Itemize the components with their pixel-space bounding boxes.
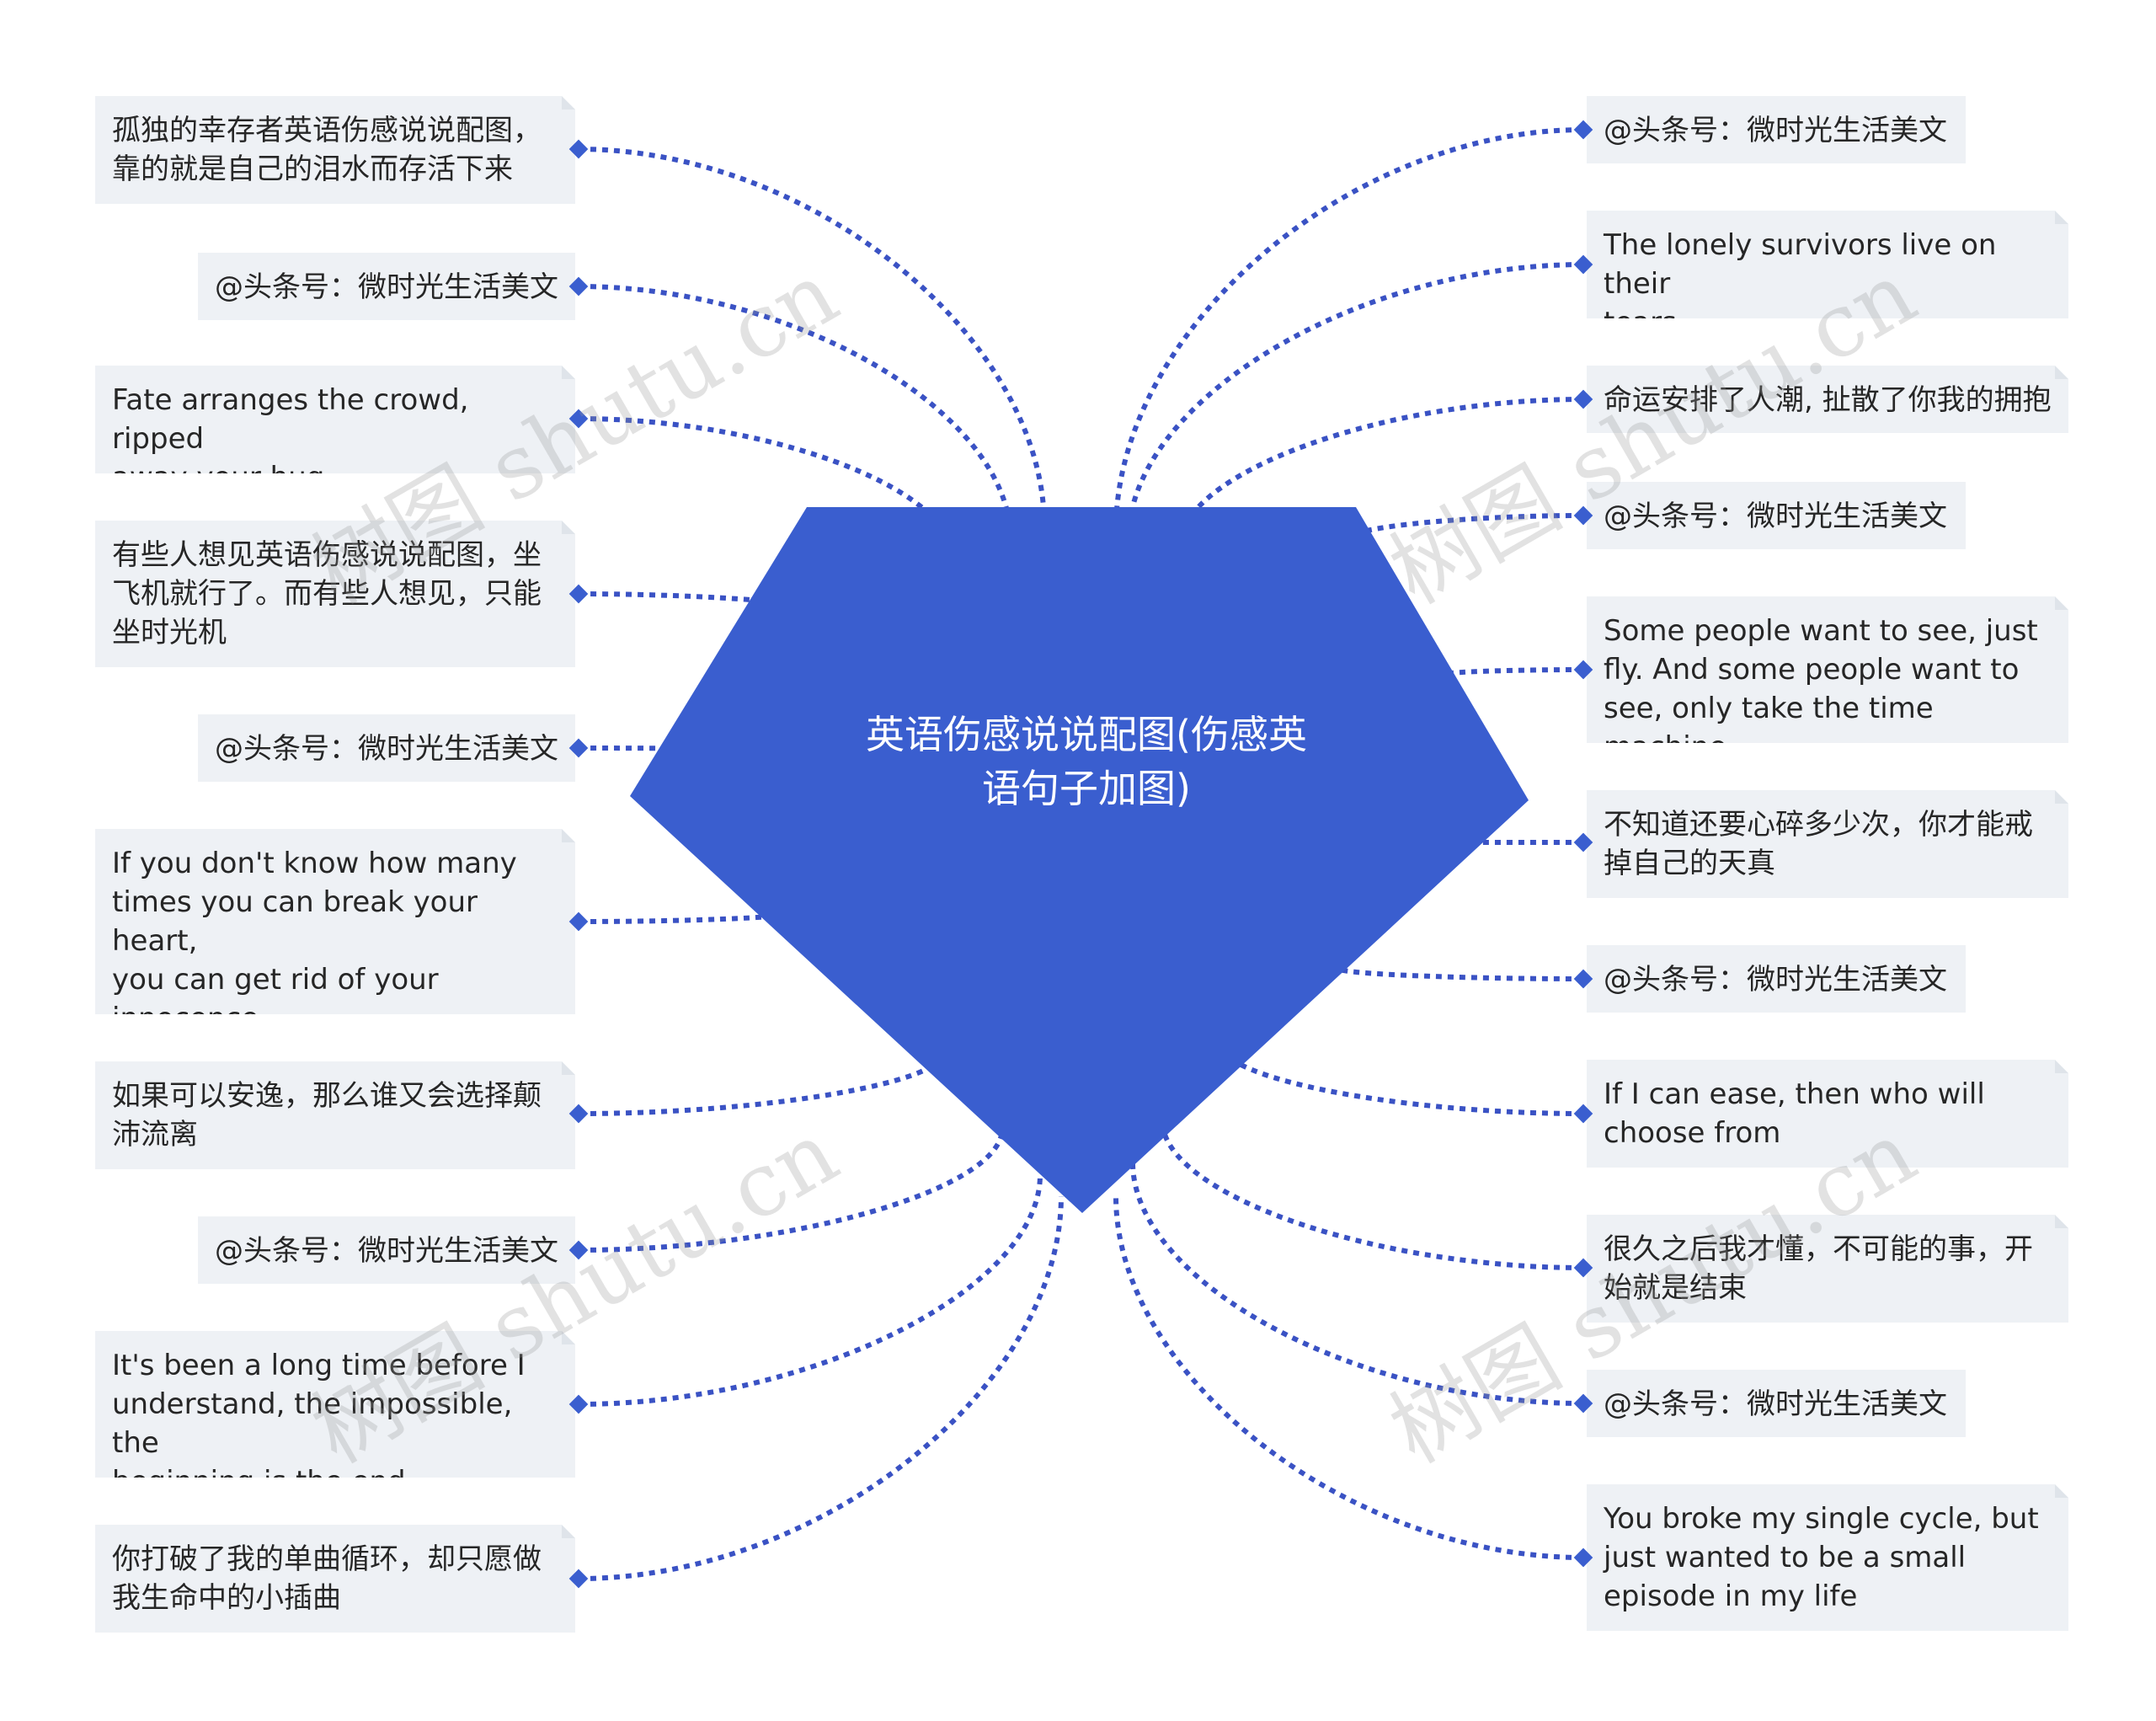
left-branch-node-9[interactable]: It's been a long time before I understan…	[95, 1331, 575, 1478]
right-connector-line	[1337, 966, 1584, 981]
right-branch-node-4[interactable]: @头条号：微时光生活美文	[1587, 482, 1966, 549]
left-branch-node-7[interactable]: 如果可以安逸，那么谁又会选择颠 沛流离	[95, 1061, 575, 1169]
left-connector-line	[578, 284, 1013, 540]
right-branch-node-text: 不知道还要心碎多少次，你才能戒 掉自己的天真	[1604, 808, 2033, 880]
right-branch-node-11[interactable]: You broke my single cycle, but just want…	[1587, 1484, 2068, 1631]
left-connector-line	[578, 147, 1047, 527]
left-branch-node-text: @头条号：微时光生活美文	[215, 732, 558, 766]
left-branch-node-8[interactable]: @头条号：微时光生活美文	[198, 1216, 575, 1284]
right-connector-line	[1177, 397, 1584, 548]
right-branch-node-7[interactable]: @头条号：微时光生活美文	[1587, 945, 1966, 1013]
right-connector-line	[1345, 513, 1584, 541]
right-branch-node-text: @头条号：微时光生活美文	[1604, 500, 1947, 533]
left-branch-node-3[interactable]: Fate arranges the crowd, ripped away you…	[95, 366, 575, 473]
right-branch-node-6[interactable]: 不知道还要心碎多少次，你才能戒 掉自己的天真	[1587, 790, 2068, 898]
left-connector-line	[578, 1052, 946, 1116]
left-connector-line	[578, 911, 786, 924]
center-title: 英语伤感说说配图(伤感英语句子加图)	[866, 712, 1307, 811]
right-branch-node-text: The lonely survivors live on their tears…	[1604, 228, 1997, 318]
right-connector-line	[1219, 1044, 1584, 1116]
left-branch-node-text: @头条号：微时光生活美文	[215, 1234, 558, 1268]
right-branch-node-text: 很久之后我才懂，不可能的事，开 始就是结束	[1604, 1232, 2033, 1305]
right-branch-node-1[interactable]: @头条号：微时光生活美文	[1587, 96, 1966, 163]
right-branch-node-text: @头条号：微时光生活美文	[1604, 963, 1947, 997]
left-branch-node-1[interactable]: 孤独的幸存者英语伤感说说配图， 靠的就是自己的泪水而存活下来	[95, 96, 575, 204]
center-shape[interactable]	[630, 507, 1529, 1213]
left-connector-line	[578, 1128, 1005, 1253]
right-branch-node-3[interactable]: 命运安排了人潮, 扯散了你我的拥抱	[1587, 366, 2068, 433]
right-connector-line	[1126, 262, 1584, 540]
right-branch-node-8[interactable]: If I can ease, then who will choose from	[1587, 1060, 2068, 1168]
left-branch-node-text: @头条号：微时光生活美文	[215, 270, 558, 304]
left-branch-node-text: Fate arranges the crowd, ripped away you…	[112, 383, 469, 473]
right-branch-node-text: @头条号：微时光生活美文	[1604, 114, 1947, 147]
left-connector-line	[578, 1174, 1043, 1407]
right-branch-node-text: Some people want to see, just fly. And s…	[1604, 614, 2038, 743]
right-branch-node-text: If I can ease, then who will choose from	[1604, 1077, 1985, 1150]
right-connector-line	[1446, 667, 1584, 676]
right-branch-node-5[interactable]: Some people want to see, just fly. And s…	[1587, 596, 2068, 743]
left-branch-node-text: 如果可以安逸，那么谁又会选择颠 沛流离	[112, 1079, 542, 1152]
right-branch-node-10[interactable]: @头条号：微时光生活美文	[1587, 1370, 1966, 1437]
left-branch-node-5[interactable]: @头条号：微时光生活美文	[198, 714, 575, 782]
left-branch-node-text: It's been a long time before I understan…	[112, 1349, 526, 1478]
left-branch-node-10[interactable]: 你打破了我的单曲循环，却只愿做 我生命中的小插曲	[95, 1525, 575, 1633]
left-branch-node-text: If you don't know how many times you can…	[112, 847, 517, 1014]
left-branch-node-text: 有些人想见英语伤感说说配图，坐 飞机就行了。而有些人想见，只能 坐时光机	[112, 538, 542, 649]
right-branch-node-text: You broke my single cycle, but just want…	[1604, 1502, 2039, 1613]
left-branch-node-2[interactable]: @头条号：微时光生活美文	[198, 253, 575, 320]
left-branch-node-text: 你打破了我的单曲循环，却只愿做 我生命中的小插曲	[112, 1542, 542, 1615]
right-connector-line	[1113, 127, 1584, 532]
right-branch-node-2[interactable]: The lonely survivors live on their tears…	[1587, 211, 2068, 318]
left-connector-line	[578, 1195, 1064, 1581]
left-connector-line	[578, 416, 954, 557]
left-branch-node-6[interactable]: If you don't know how many times you can…	[95, 829, 575, 1014]
left-branch-node-text: 孤独的幸存者英语伤感说说配图， 靠的就是自己的泪水而存活下来	[112, 114, 542, 186]
right-connector-line	[1113, 1195, 1584, 1560]
right-branch-node-text: @头条号：微时光生活美文	[1604, 1387, 1947, 1421]
right-branch-node-text: 命运安排了人潮, 扯散了你我的拥抱	[1604, 383, 2052, 417]
right-connector-line	[1130, 1162, 1584, 1406]
left-branch-node-4[interactable]: 有些人想见英语伤感说说配图，坐 飞机就行了。而有些人想见，只能 坐时光机	[95, 521, 575, 667]
right-branch-node-9[interactable]: 很久之后我才懂，不可能的事，开 始就是结束	[1587, 1215, 2068, 1323]
right-connector-line	[1160, 1120, 1584, 1270]
